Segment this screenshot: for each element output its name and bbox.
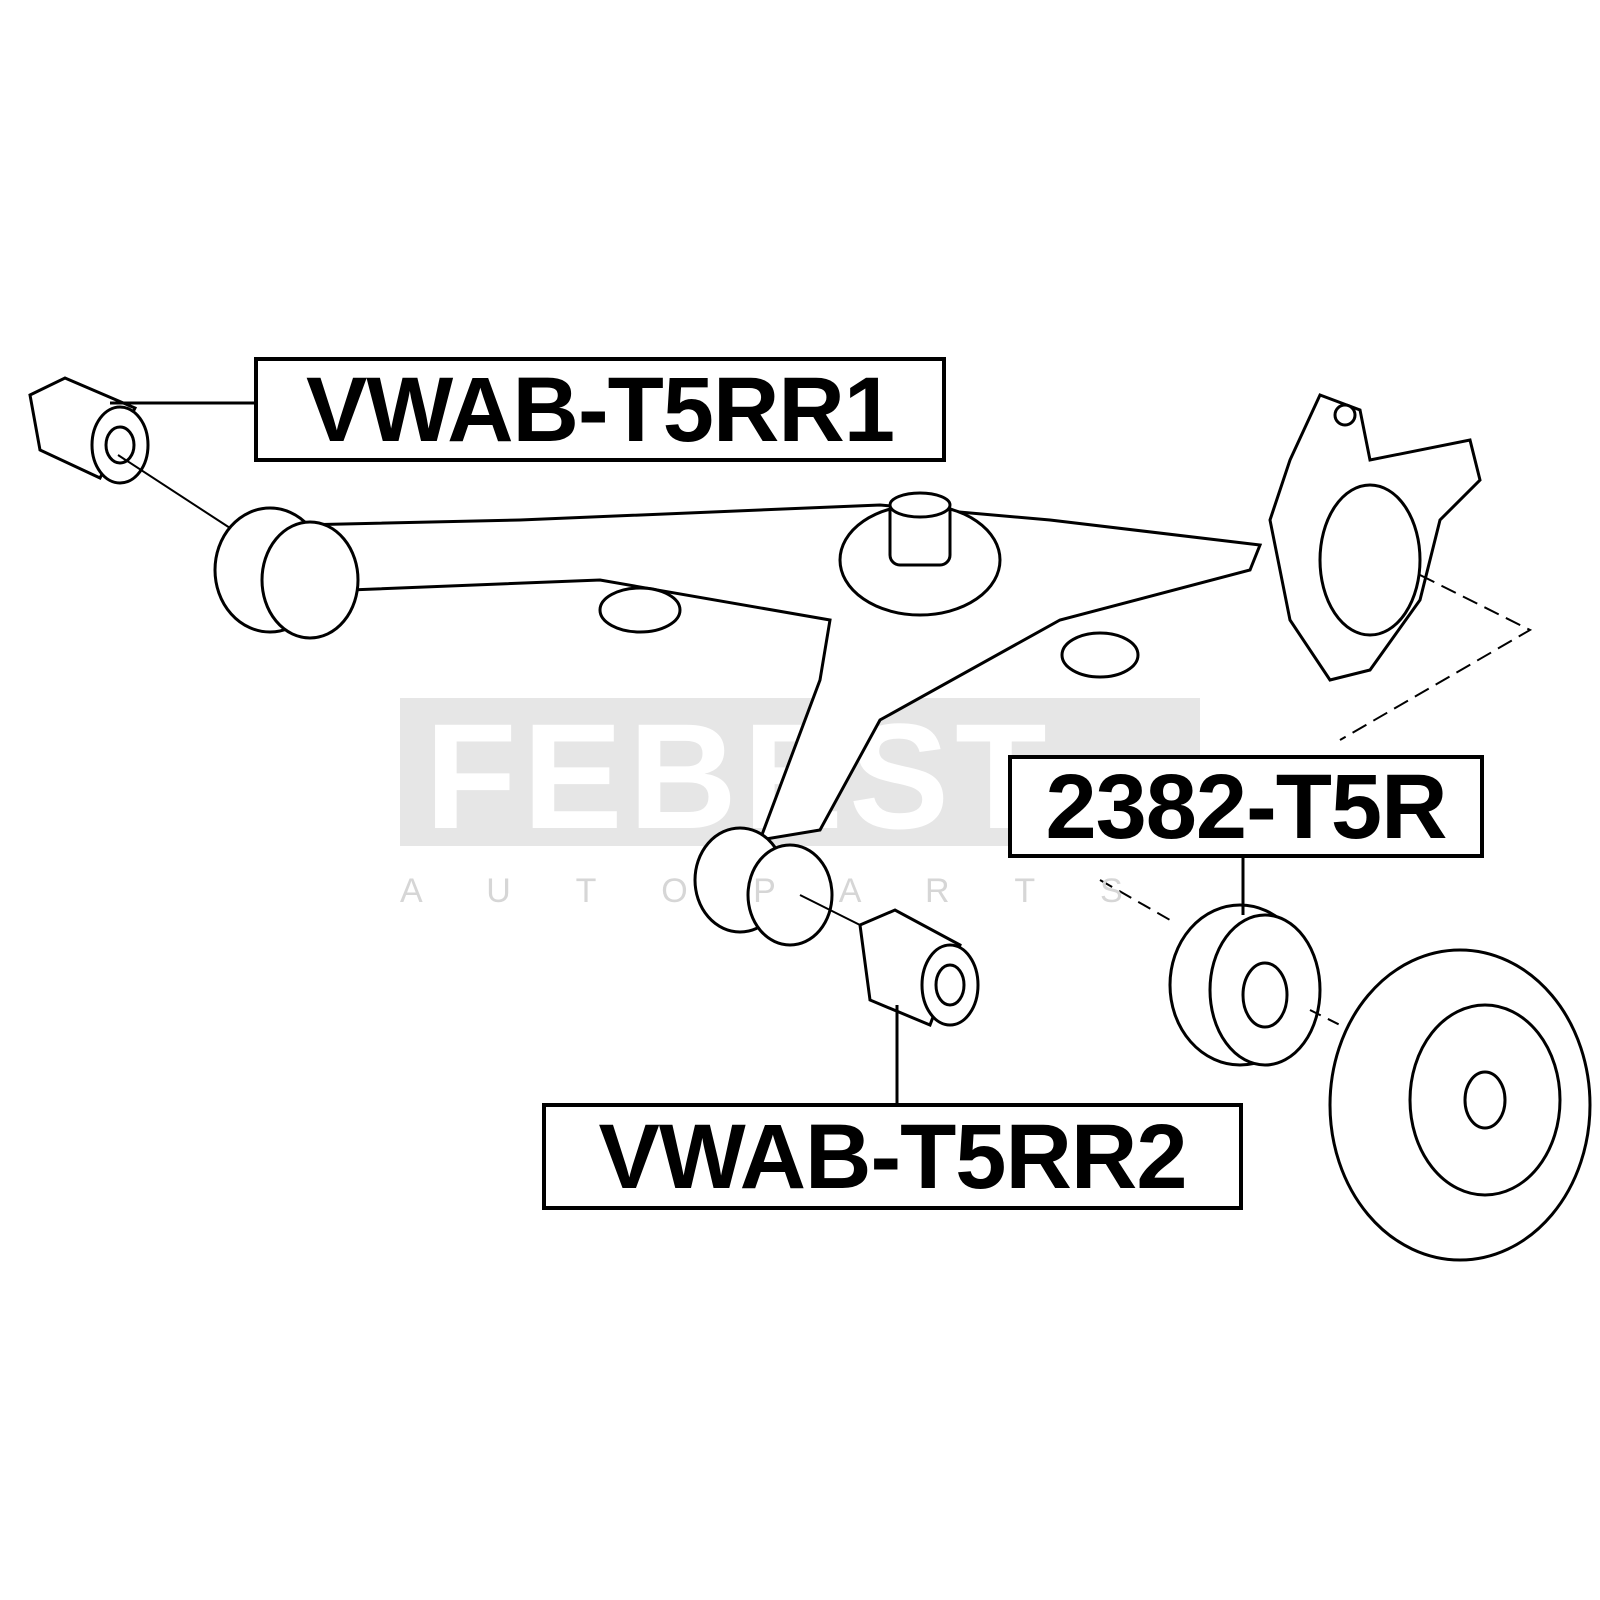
part-label-hub-bearing: 2382-T5R	[1008, 755, 1484, 858]
control-arm-part	[213, 491, 1263, 947]
brake-disc-part	[1328, 948, 1592, 1262]
wheel-hub-part	[1168, 903, 1322, 1067]
front-bushing-part	[858, 908, 980, 1027]
part-label-rear-bushing: VWAB-T5RR1	[254, 357, 946, 462]
part-label-front-bushing: VWAB-T5RR2	[542, 1103, 1243, 1210]
knuckle-part	[1268, 393, 1482, 682]
rear-bushing-part	[28, 376, 150, 485]
